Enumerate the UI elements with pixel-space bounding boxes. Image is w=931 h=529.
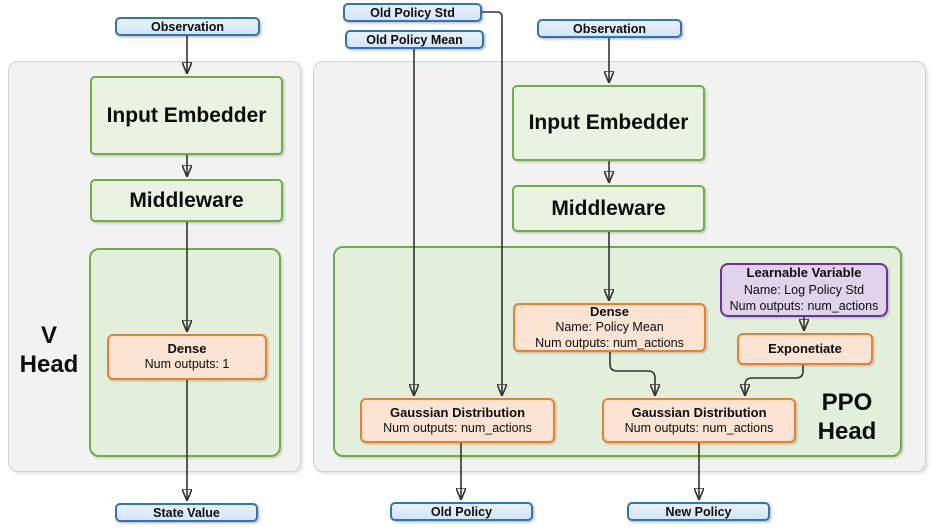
- old-policy-mean-input: Old Policy Mean: [345, 30, 484, 49]
- observation-input-ppo: Observation: [537, 19, 682, 38]
- gaussian-distribution-old-node: Gaussian Distribution Num outputs: num_a…: [360, 398, 555, 443]
- observation-input-v-label: Observation: [151, 19, 224, 34]
- gaussian-distribution-new-node: Gaussian Distribution Num outputs: num_a…: [602, 398, 796, 443]
- old-policy-mean-input-label: Old Policy Mean: [366, 32, 463, 47]
- dense-v-detail: Num outputs: 1: [144, 357, 230, 372]
- gaussian-old-detail: Num outputs: num_actions: [383, 420, 532, 435]
- state-value-output-label: State Value: [153, 505, 220, 520]
- dense-policy-mean-node: Dense Name: Policy Mean Num outputs: num…: [513, 303, 706, 352]
- exponetiate-node: Exponetiate: [737, 333, 873, 365]
- new-policy-output: New Policy: [627, 502, 770, 521]
- gaussian-new-title: Gaussian Distribution: [631, 404, 767, 420]
- state-value-output: State Value: [115, 503, 258, 522]
- dense-v-title: Dense: [167, 341, 207, 357]
- old-policy-std-input: Old Policy Std: [343, 3, 482, 22]
- gaussian-new-detail: Num outputs: num_actions: [624, 420, 774, 435]
- input-embedder-v: Input Embedder: [90, 76, 283, 155]
- dense-policy-mean-title: Dense: [589, 303, 630, 319]
- ppo-head-label-line2: Head: [817, 418, 877, 445]
- learnable-variable-title: Learnable Variable: [746, 265, 862, 281]
- dense-v-node: Dense Num outputs: 1: [107, 334, 267, 380]
- middleware-v: Middleware: [90, 179, 283, 222]
- old-policy-std-input-label: Old Policy Std: [370, 5, 455, 20]
- dense-policy-mean-detail1: Name: Policy Mean: [555, 320, 664, 334]
- v-head-label-line2: Head: [19, 351, 79, 378]
- v-head-label: V Head: [10, 310, 88, 390]
- learnable-variable-detail1: Name: Log Policy Std: [743, 283, 865, 298]
- gaussian-old-title: Gaussian Distribution: [389, 404, 526, 420]
- new-policy-output-label: New Policy: [665, 504, 732, 519]
- middleware-ppo-label: Middleware: [551, 196, 666, 220]
- old-policy-output: Old Policy: [390, 502, 533, 521]
- ppo-head-label-line1: PPO: [821, 388, 873, 416]
- dense-policy-mean-detail2: Num outputs: num_actions: [535, 335, 684, 350]
- old-policy-output-label: Old Policy: [430, 504, 493, 519]
- input-embedder-v-label: Input Embedder: [106, 103, 267, 127]
- ppo-head-label: PPO Head: [806, 384, 888, 450]
- input-embedder-ppo-label: Input Embedder: [528, 111, 689, 134]
- middleware-v-label: Middleware: [129, 188, 244, 212]
- exponetiate-label: Exponetiate: [768, 340, 842, 356]
- input-embedder-ppo: Input Embedder: [512, 85, 705, 161]
- observation-input-ppo-label: Observation: [573, 21, 646, 36]
- middleware-ppo: Middleware: [512, 185, 705, 232]
- learnable-variable-node: Learnable Variable Name: Log Policy Std …: [720, 263, 888, 317]
- observation-input-v: Observation: [115, 17, 260, 36]
- learnable-variable-detail2: Num outputs: num_actions: [729, 299, 879, 314]
- v-head-label-line1: V: [40, 321, 57, 349]
